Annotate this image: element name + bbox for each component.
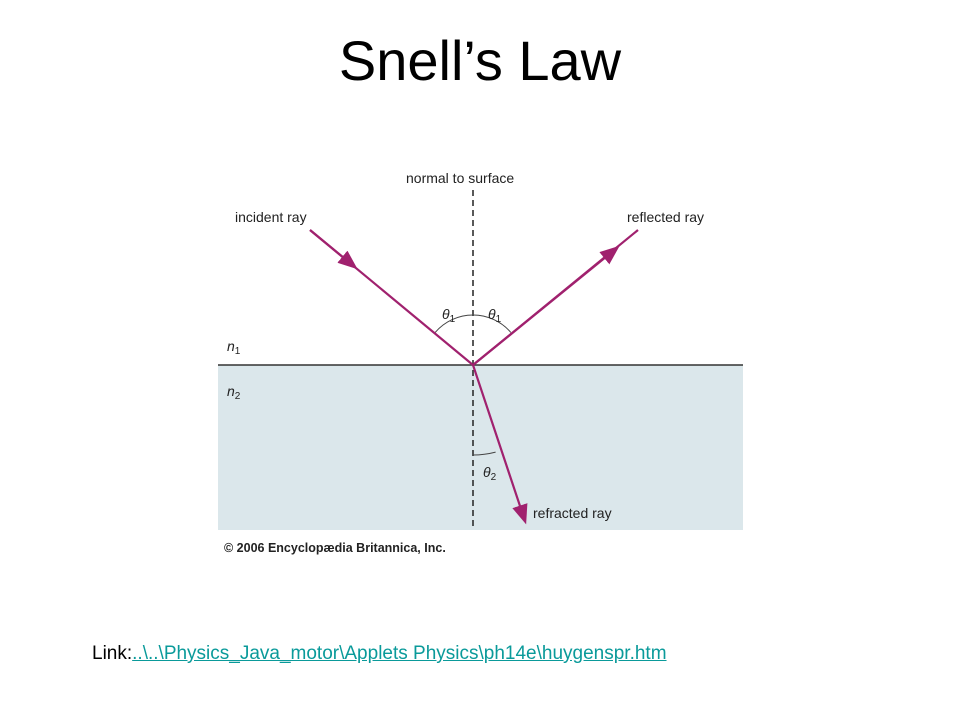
snells-law-diagram: normal to surface incident ray reflected… xyxy=(218,170,743,555)
theta1-incident-arc xyxy=(434,314,474,333)
theta2-symbol: θ xyxy=(483,464,491,480)
theta1-reflected-arc xyxy=(472,314,512,333)
link-prefix: Link: xyxy=(92,643,133,664)
theta1-incident-symbol: θ xyxy=(442,306,450,322)
incident-ray-arrow xyxy=(309,229,358,270)
n1-subscript: 1 xyxy=(235,346,241,357)
reflected-ray-label: reflected ray xyxy=(627,209,704,225)
footer-link-row: Link:..\..\Physics_Java_motor\Applets Ph… xyxy=(92,643,667,665)
theta2-label: θ2 xyxy=(483,464,497,483)
normal-label: normal to surface xyxy=(406,170,514,186)
n2-label: n2 xyxy=(227,383,241,402)
theta1-reflected-subscript: 1 xyxy=(496,314,502,325)
refracted-ray-label: refracted ray xyxy=(533,505,612,521)
incident-ray-label: incident ray xyxy=(235,209,307,225)
theta1-incident-label: θ1 xyxy=(442,306,456,325)
theta2-arc xyxy=(472,451,496,456)
n2-symbol: n xyxy=(227,383,235,399)
n2-subscript: 2 xyxy=(235,391,241,402)
theta1-reflected-label: θ1 xyxy=(488,306,502,325)
reflected-ray-arrow xyxy=(472,245,620,366)
refracted-ray xyxy=(471,364,528,525)
n1-symbol: n xyxy=(227,338,235,354)
lower-medium-region xyxy=(218,365,743,530)
theta1-reflected-symbol: θ xyxy=(488,306,496,322)
n1-label: n1 xyxy=(227,338,241,357)
theta2-subscript: 2 xyxy=(491,472,497,483)
slide-title: Snell’s Law xyxy=(338,29,622,92)
copyright-notice: © 2006 Encyclopædia Britannica, Inc. xyxy=(224,541,446,555)
theta1-incident-subscript: 1 xyxy=(450,314,456,325)
applet-file-link[interactable]: ..\..\Physics_Java_motor\Applets Physics… xyxy=(132,643,667,664)
